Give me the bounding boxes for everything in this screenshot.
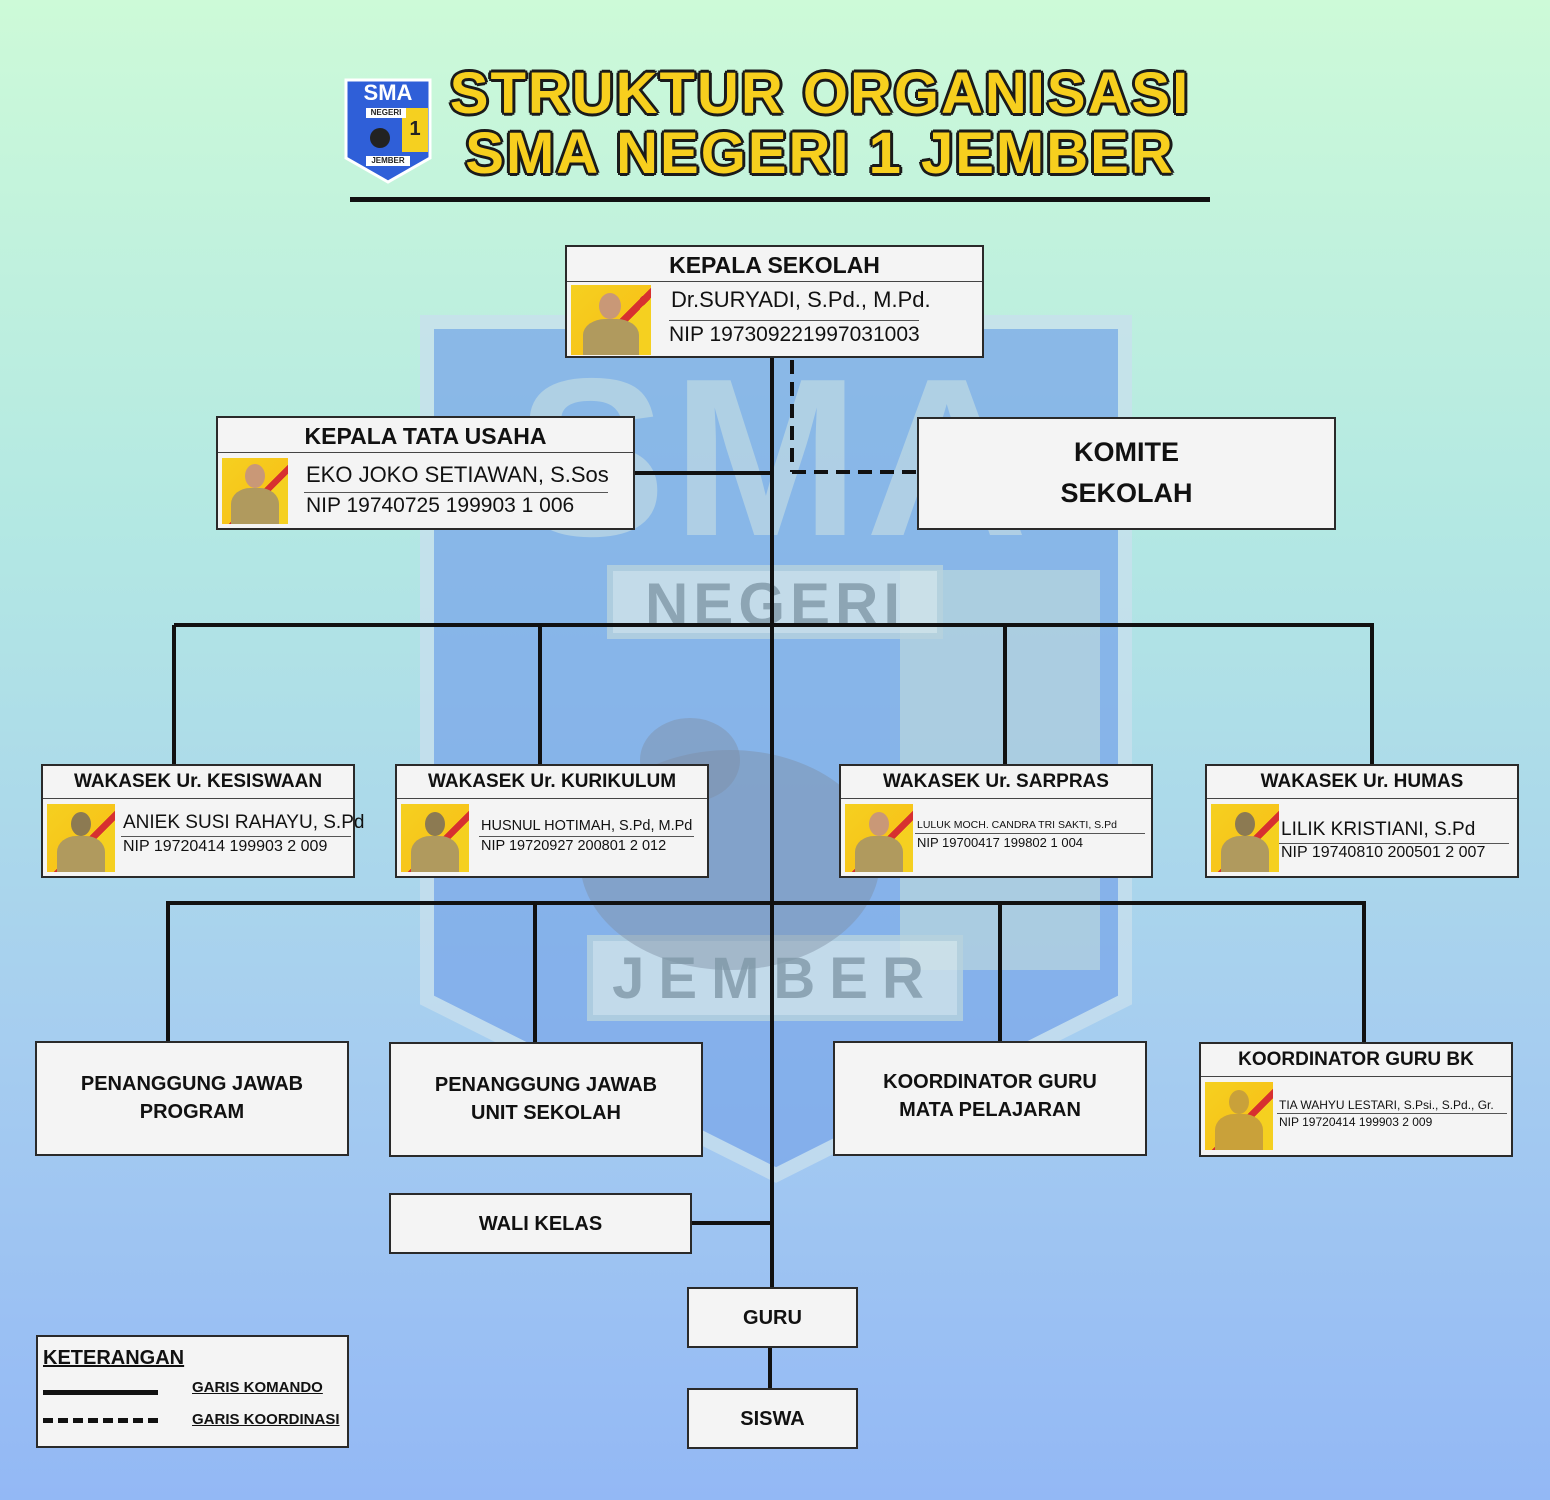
kepala-tata-usaha-box: KEPALA TATA USAHA EKO JOKO SETIAWAN, S.S… xyxy=(216,416,635,530)
school-logo: SMA NEGERI 1 JEMBER xyxy=(344,78,432,186)
page-title: STRUKTUR ORGANISASI SMA NEGERI 1 JEMBER xyxy=(440,60,1200,190)
pj-unit-line-1: PENANGGUNG JAWAB xyxy=(434,1074,658,1096)
kepala-tata-usaha-name: EKO JOKO SETIAWAN, S.Sos xyxy=(306,462,609,487)
legend-box: KETERANGAN GARIS KOMANDO GARIS KOORDINAS… xyxy=(36,1335,349,1448)
komite-line-2: SEKOLAH xyxy=(1060,478,1193,508)
kepala-sekolah-title: KEPALA SEKOLAH xyxy=(567,247,982,282)
legend-dashed-line xyxy=(43,1418,158,1423)
kepala-sekolah-name: Dr.SURYADI, S.Pd., M.Pd. xyxy=(671,287,931,312)
wakasek-humas-box: WAKASEK Ur. HUMAS LILIK KRISTIANI, S.Pd … xyxy=(1205,764,1519,878)
koord-bk-photo xyxy=(1205,1082,1273,1150)
koord-bk-box: KOORDINATOR GURU BK TIA WAHYU LESTARI, S… xyxy=(1199,1042,1513,1157)
wakasek-sarpras-photo xyxy=(845,804,913,872)
wakasek-kurikulum-box: WAKASEK Ur. KURIKULUM HUSNUL HOTIMAH, S.… xyxy=(395,764,709,878)
wakasek-kesiswaan-photo xyxy=(47,804,115,872)
koord-bk-title: KOORDINATOR GURU BK xyxy=(1201,1044,1511,1077)
pj-program-line-1: PENANGGUNG JAWAB xyxy=(80,1073,304,1095)
wakasek-kesiswaan-title: WAKASEK Ur. KESISWAAN xyxy=(43,766,353,799)
pj-unit-line-2: UNIT SEKOLAH xyxy=(471,1102,621,1124)
komite-line-1: KOMITE xyxy=(1074,437,1179,467)
logo-number-text: 1 xyxy=(409,118,421,140)
wakasek-humas-name: LILIK KRISTIANI, S.Pd xyxy=(1281,819,1476,840)
wakasek-humas-photo xyxy=(1211,804,1279,872)
legend-solid-line xyxy=(43,1390,158,1395)
wakasek-kurikulum-photo xyxy=(401,804,469,872)
wakasek-humas-nip: NIP 19740810 200501 2 007 xyxy=(1281,844,1486,861)
wakasek-kesiswaan-box: WAKASEK Ur. KESISWAAN ANIEK SUSI RAHAYU,… xyxy=(41,764,364,878)
wakasek-sarpras-name: LULUK MOCH. CANDRA TRI SAKTI, S.Pd xyxy=(917,819,1117,831)
wakasek-humas-title: WAKASEK Ur. HUMAS xyxy=(1207,766,1517,799)
kepala-tata-usaha-title: KEPALA TATA USAHA xyxy=(218,418,633,453)
kepala-tata-usaha-nip: NIP 19740725 199903 1 006 xyxy=(306,494,575,517)
siswa-label: SISWA xyxy=(740,1408,805,1430)
legend-koordinasi-label: GARIS KOORDINASI xyxy=(192,1411,340,1428)
wakasek-kurikulum-nip: NIP 19720927 200801 2 012 xyxy=(481,838,667,854)
kepala-tata-usaha-photo xyxy=(222,458,288,524)
logo-negeri-text: NEGERI xyxy=(370,108,402,117)
title-line-1: STRUKTUR ORGANISASI xyxy=(449,61,1191,126)
guru-label: GURU xyxy=(743,1307,802,1329)
title-line-2: SMA NEGERI 1 JEMBER xyxy=(465,121,1175,186)
koord-bk-name: TIA WAHYU LESTARI, S.Psi., S.Pd., Gr. xyxy=(1279,1098,1494,1112)
pj-program-line-2: PROGRAM xyxy=(139,1101,245,1123)
wakasek-kurikulum-name: HUSNUL HOTIMAH, S.Pd, M.Pd xyxy=(481,818,693,834)
wakasek-sarpras-title: WAKASEK Ur. SARPRAS xyxy=(841,766,1151,799)
wakasek-sarpras-box: WAKASEK Ur. SARPRAS LULUK MOCH. CANDRA T… xyxy=(839,764,1153,878)
title-underline xyxy=(350,197,1210,202)
kepala-sekolah-nip: NIP 197309221997031003 xyxy=(669,323,920,346)
wali-kelas-box: WALI KELAS xyxy=(389,1193,692,1254)
guru-box: GURU xyxy=(687,1287,858,1348)
wakasek-kesiswaan-nip: NIP 19720414 199903 2 009 xyxy=(123,838,328,855)
siswa-box: SISWA xyxy=(687,1388,858,1449)
watermark-jember-text: JEMBER xyxy=(612,946,938,1011)
pj-unit-sekolah-box: PENANGGUNG JAWAB UNIT SEKOLAH xyxy=(389,1042,703,1157)
koord-mapel-box: KOORDINATOR GURU MATA PELAJARAN xyxy=(833,1041,1147,1156)
kepala-sekolah-box: KEPALA SEKOLAH Dr.SURYADI, S.Pd., M.Pd. … xyxy=(565,245,984,358)
koord-bk-nip: NIP 19720414 199903 2 009 xyxy=(1279,1115,1433,1129)
wali-kelas-label: WALI KELAS xyxy=(478,1213,603,1235)
logo-sma-text: SMA xyxy=(363,80,413,105)
koord-mapel-line-1: KOORDINATOR GURU xyxy=(883,1071,1097,1093)
logo-jember-text: JEMBER xyxy=(371,156,405,165)
legend-title: KETERANGAN xyxy=(43,1347,185,1369)
pj-program-box: PENANGGUNG JAWAB PROGRAM xyxy=(35,1041,349,1156)
wakasek-kesiswaan-name: ANIEK SUSI RAHAYU, S.Pd xyxy=(123,812,365,833)
komite-sekolah-box: KOMITE SEKOLAH xyxy=(917,417,1336,530)
legend-komando-label: GARIS KOMANDO xyxy=(192,1379,323,1396)
koord-mapel-line-2: MATA PELAJARAN xyxy=(899,1099,1081,1121)
wakasek-sarpras-nip: NIP 19700417 199802 1 004 xyxy=(917,835,1084,850)
wakasek-kurikulum-title: WAKASEK Ur. KURIKULUM xyxy=(397,766,707,799)
kepala-sekolah-photo xyxy=(571,285,651,355)
